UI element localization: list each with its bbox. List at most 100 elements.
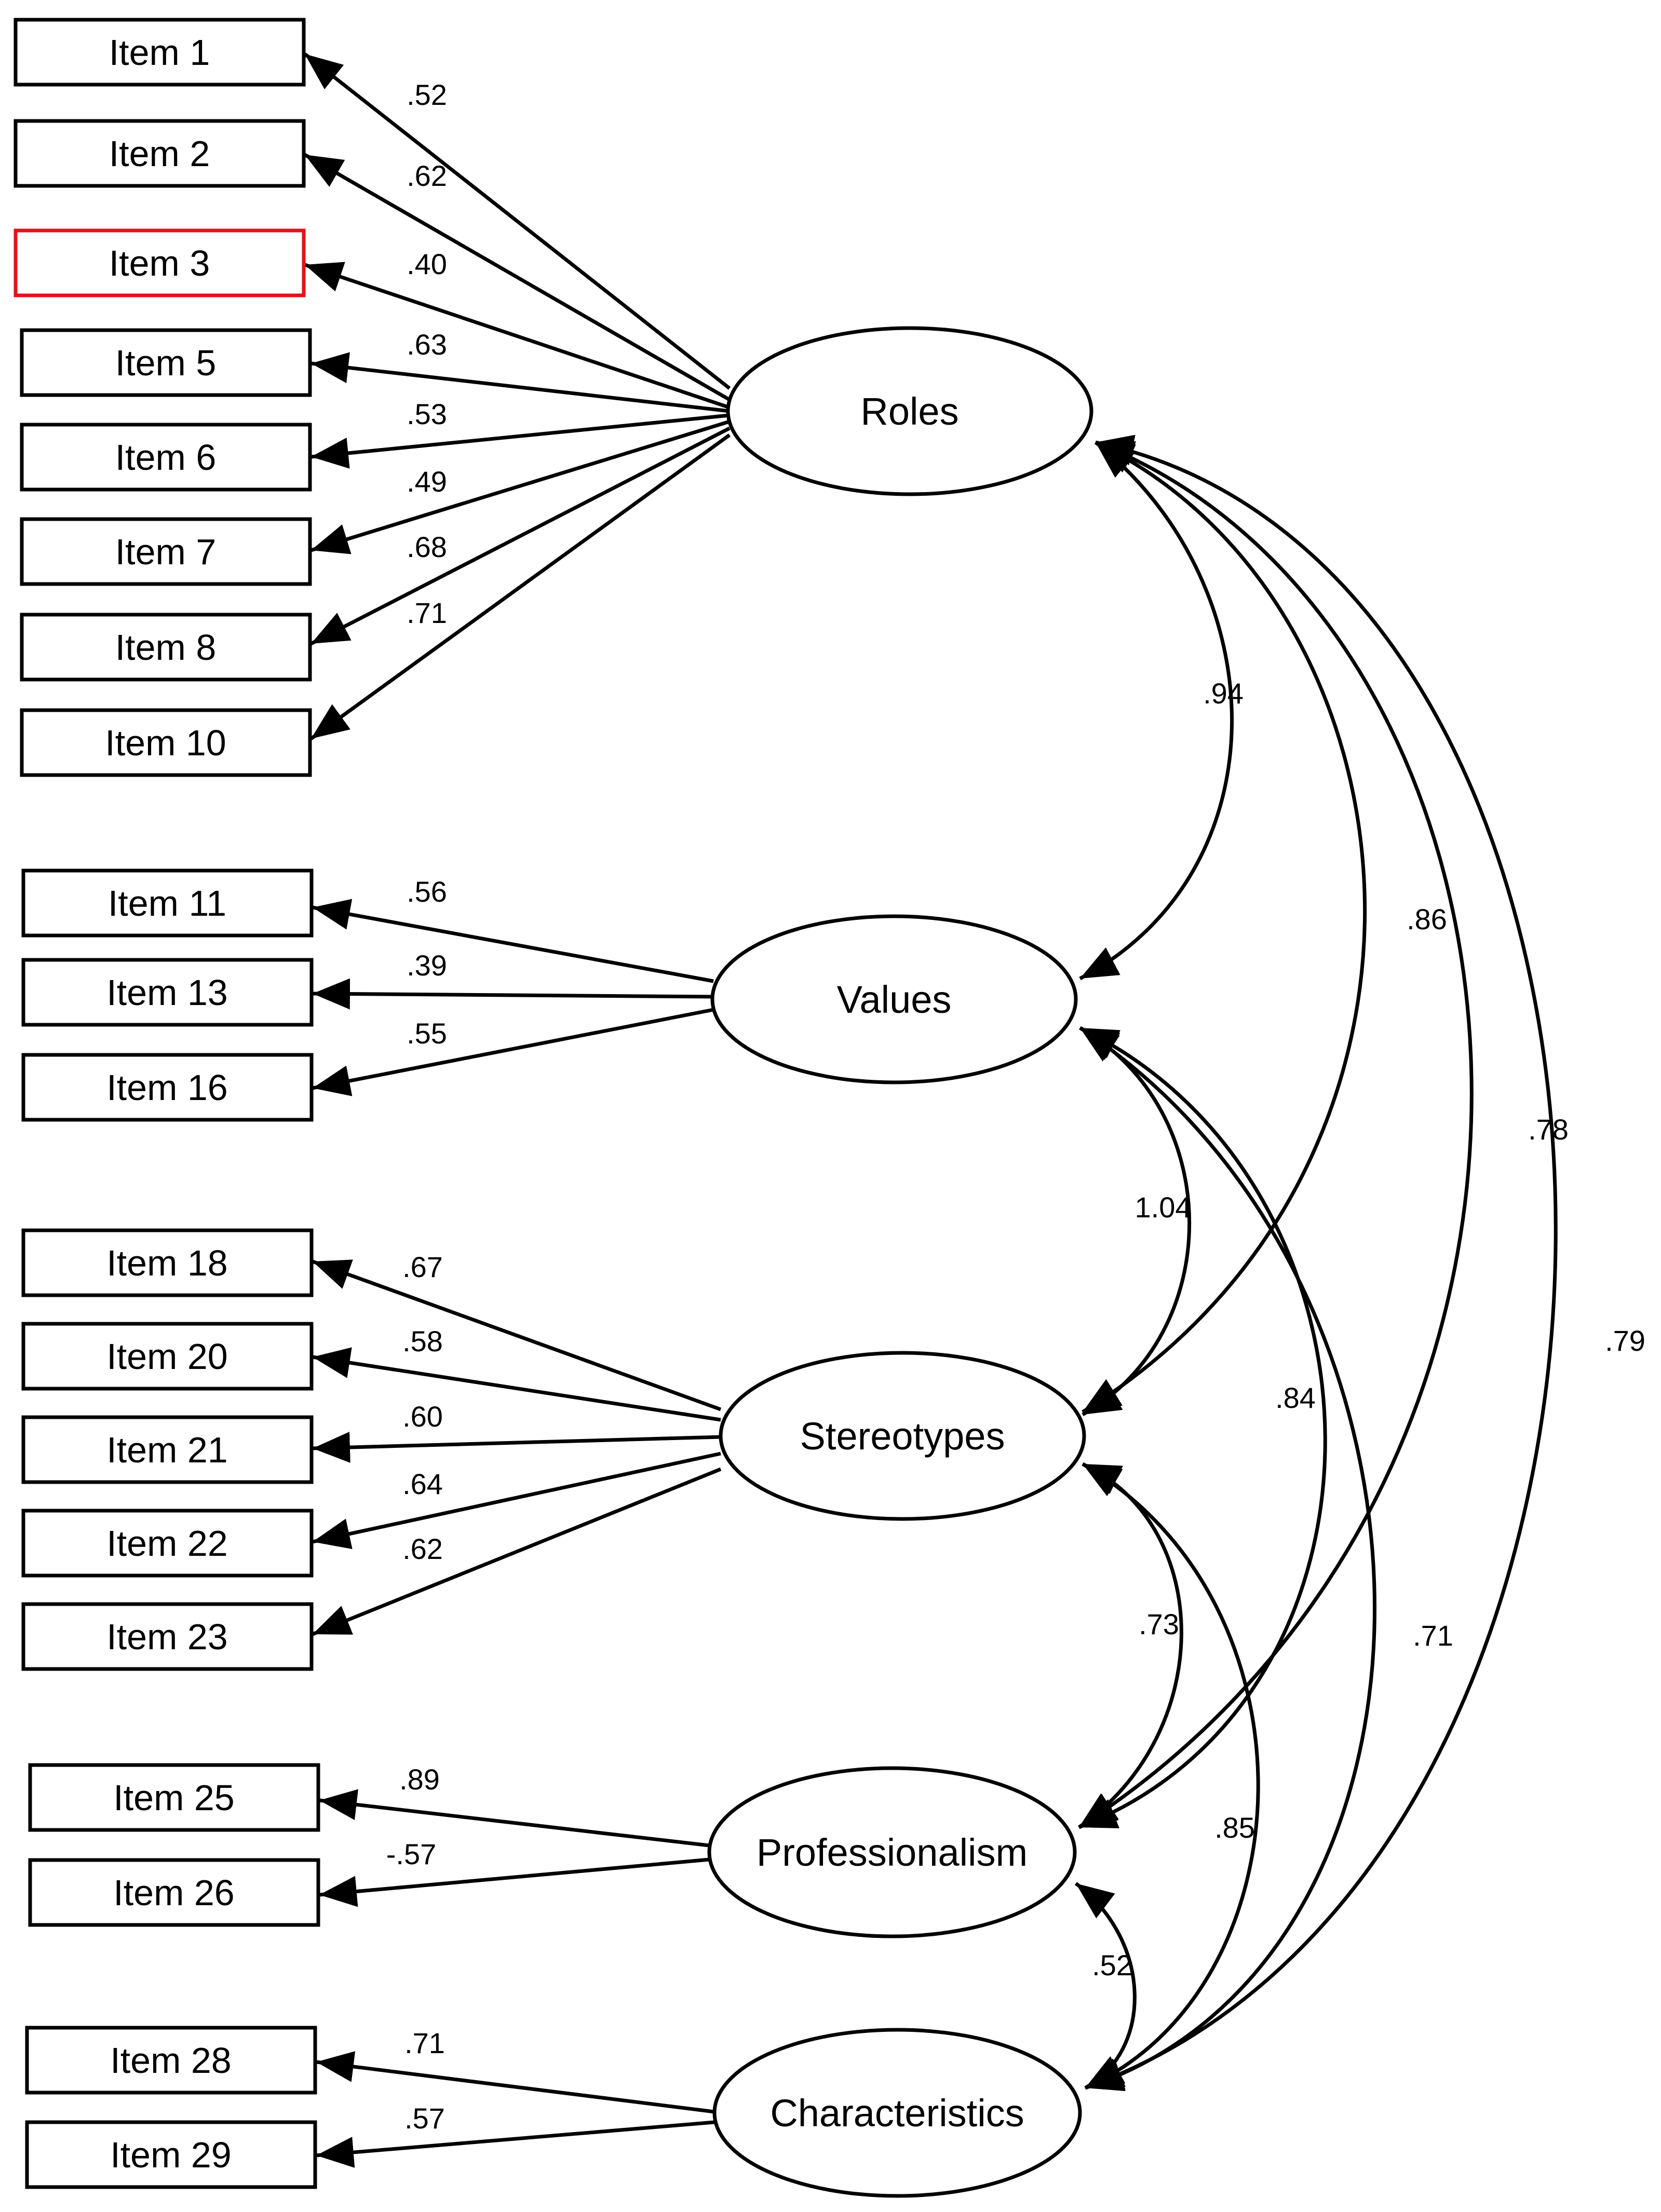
loading-value-i3: .40 — [407, 248, 447, 280]
loading-arrow-characteristics-i29 — [316, 2120, 715, 2168]
indicator-item-29: Item 29 — [25, 2120, 317, 2189]
loading-arrow-roles-i10 — [309, 433, 731, 740]
loading-arrow-stereotypes-i18 — [312, 1259, 722, 1412]
factor-ellipse — [710, 914, 1078, 1084]
loading-arrow-professionalism-i26 — [319, 1857, 710, 1907]
covariance-value-roles-professionalism: .78 — [1528, 1113, 1569, 1146]
loading-arrow-values-i11 — [312, 899, 714, 983]
loading-value-i21: .60 — [402, 1400, 443, 1433]
indicator-label: Item 22 — [106, 1523, 227, 1564]
covariance-value-roles-characteristics: .79 — [1605, 1324, 1645, 1357]
indicator-item-16: Item 16 — [21, 1053, 314, 1122]
indicator-label: Item 6 — [115, 437, 217, 478]
indicator-box-highlighted — [13, 228, 306, 297]
indicator-label: Item 11 — [108, 883, 226, 924]
indicator-box — [21, 1228, 314, 1297]
loading-value-i26: -.57 — [386, 1838, 437, 1870]
indicator-item-11: Item 11 — [21, 868, 314, 938]
loading-arrow-characteristics-i28 — [316, 2051, 715, 2114]
indicator-item-2: Item 2 — [13, 119, 306, 188]
indicator-label: Item 1 — [109, 32, 210, 73]
loading-arrow-roles-i7 — [310, 419, 731, 554]
indicator-box — [21, 1322, 314, 1391]
covariance-arc-values-professionalism — [1078, 1026, 1327, 1829]
loading-value-i6: .53 — [407, 398, 447, 430]
covariance-value-stereotypes-professionalism: .73 — [1139, 1608, 1179, 1640]
loading-value-i1: .52 — [407, 78, 447, 111]
loading-value-i8: .68 — [407, 531, 447, 563]
loading-value-i23: .62 — [402, 1532, 443, 1565]
indicator-label: Item 26 — [113, 1872, 234, 1913]
factor-ellipse — [719, 1351, 1086, 1521]
indicator-item-6: Item 6 — [20, 423, 312, 492]
indicator-box — [21, 958, 314, 1027]
loading-arrow-values-i13 — [312, 978, 714, 1010]
covariance-layer — [1074, 435, 1558, 2092]
indicator-box — [20, 517, 312, 586]
loading-value-i25: .89 — [399, 1763, 440, 1796]
loading-arrow-stereotypes-i23 — [312, 1467, 722, 1636]
indicator-box — [21, 868, 314, 938]
covariance-arc-values-characteristics — [1079, 1026, 1376, 2092]
indicator-box — [25, 2120, 317, 2189]
loading-value-i28: .71 — [404, 2027, 445, 2059]
covariance-arc-values-stereotypes — [1079, 1026, 1191, 1417]
covariance-arc-stereotypes-characteristics — [1082, 1462, 1260, 2090]
covariance-value-values-characteristics: .71 — [1413, 1619, 1453, 1652]
loading-arrow-roles-i1 — [303, 52, 731, 390]
covariance-value-values-stereotypes: 1.04 — [1135, 1191, 1192, 1224]
loading-value-i7: .49 — [407, 465, 447, 498]
factor-ellipse — [707, 1766, 1077, 1938]
loading-value-i22: .64 — [402, 1468, 443, 1500]
indicator-item-22: Item 22 — [21, 1509, 314, 1578]
indicator-item-20: Item 20 — [21, 1322, 314, 1391]
covariance-value-stereotypes-characteristics: .85 — [1214, 1811, 1255, 1844]
loading-value-i20: .58 — [402, 1325, 443, 1358]
indicator-item-7: Item 7 — [20, 517, 312, 586]
indicator-label: Item 13 — [106, 972, 227, 1013]
indicator-item-25: Item 25 — [28, 1763, 320, 1832]
covariance-arc-stereotypes-professionalism — [1078, 1462, 1183, 1829]
indicator-label: Item 20 — [106, 1336, 227, 1377]
loading-value-i10: .71 — [407, 596, 447, 629]
loading-value-i16: .55 — [407, 1017, 447, 1050]
loading-value-i18: .67 — [402, 1251, 443, 1283]
indicator-item-13: Item 13 — [21, 958, 314, 1027]
indicator-label: Item 8 — [115, 627, 217, 668]
indicator-box — [20, 613, 312, 682]
factor-label: Stereotypes — [800, 1415, 1005, 1458]
loading-arrow-stereotypes-i21 — [312, 1431, 721, 1463]
indicator-item-21: Item 21 — [21, 1415, 314, 1484]
indicator-label: Item 21 — [106, 1430, 227, 1470]
covariance-value-roles-values: .94 — [1203, 677, 1244, 710]
factor-roles: Roles — [726, 326, 1093, 496]
loading-arrow-values-i16 — [312, 1008, 714, 1096]
indicator-box — [13, 18, 306, 87]
indicator-label: Item 2 — [109, 133, 210, 174]
indicator-item-18: Item 18 — [21, 1228, 314, 1297]
loading-layer — [303, 52, 731, 2168]
indicator-box — [21, 1053, 314, 1122]
indicator-item-28: Item 28 — [25, 2026, 317, 2095]
indicator-item-1: Item 1 — [13, 18, 306, 87]
factor-label: Values — [837, 978, 952, 1021]
covariance-arc-roles-values — [1079, 441, 1234, 981]
factor-characteristics: Characteristics — [712, 2028, 1082, 2198]
indicator-label: Item 18 — [106, 1243, 227, 1283]
factor-label: Characteristics — [770, 2092, 1024, 2135]
covariance-arc-roles-characteristics — [1084, 435, 1558, 2090]
factor-values: Values — [710, 914, 1078, 1084]
indicator-item-26: Item 26 — [28, 1858, 320, 1927]
factor-professionalism: Professionalism — [707, 1766, 1077, 1938]
node-layer: Item 1 Item 2 Item 3 Item 5 Item 6 Item … — [13, 18, 1093, 2198]
indicator-box — [20, 423, 312, 492]
indicator-box — [13, 119, 306, 188]
indicator-box — [21, 1415, 314, 1484]
covariance-arc-roles-professionalism — [1078, 440, 1474, 1829]
covariance-arc-professionalism-characteristics — [1074, 1882, 1137, 2090]
factor-stereotypes: Stereotypes — [719, 1351, 1086, 1521]
indicator-label: Item 10 — [105, 723, 226, 763]
indicator-item-8: Item 8 — [20, 613, 312, 682]
loading-arrow-roles-i6 — [310, 413, 730, 469]
